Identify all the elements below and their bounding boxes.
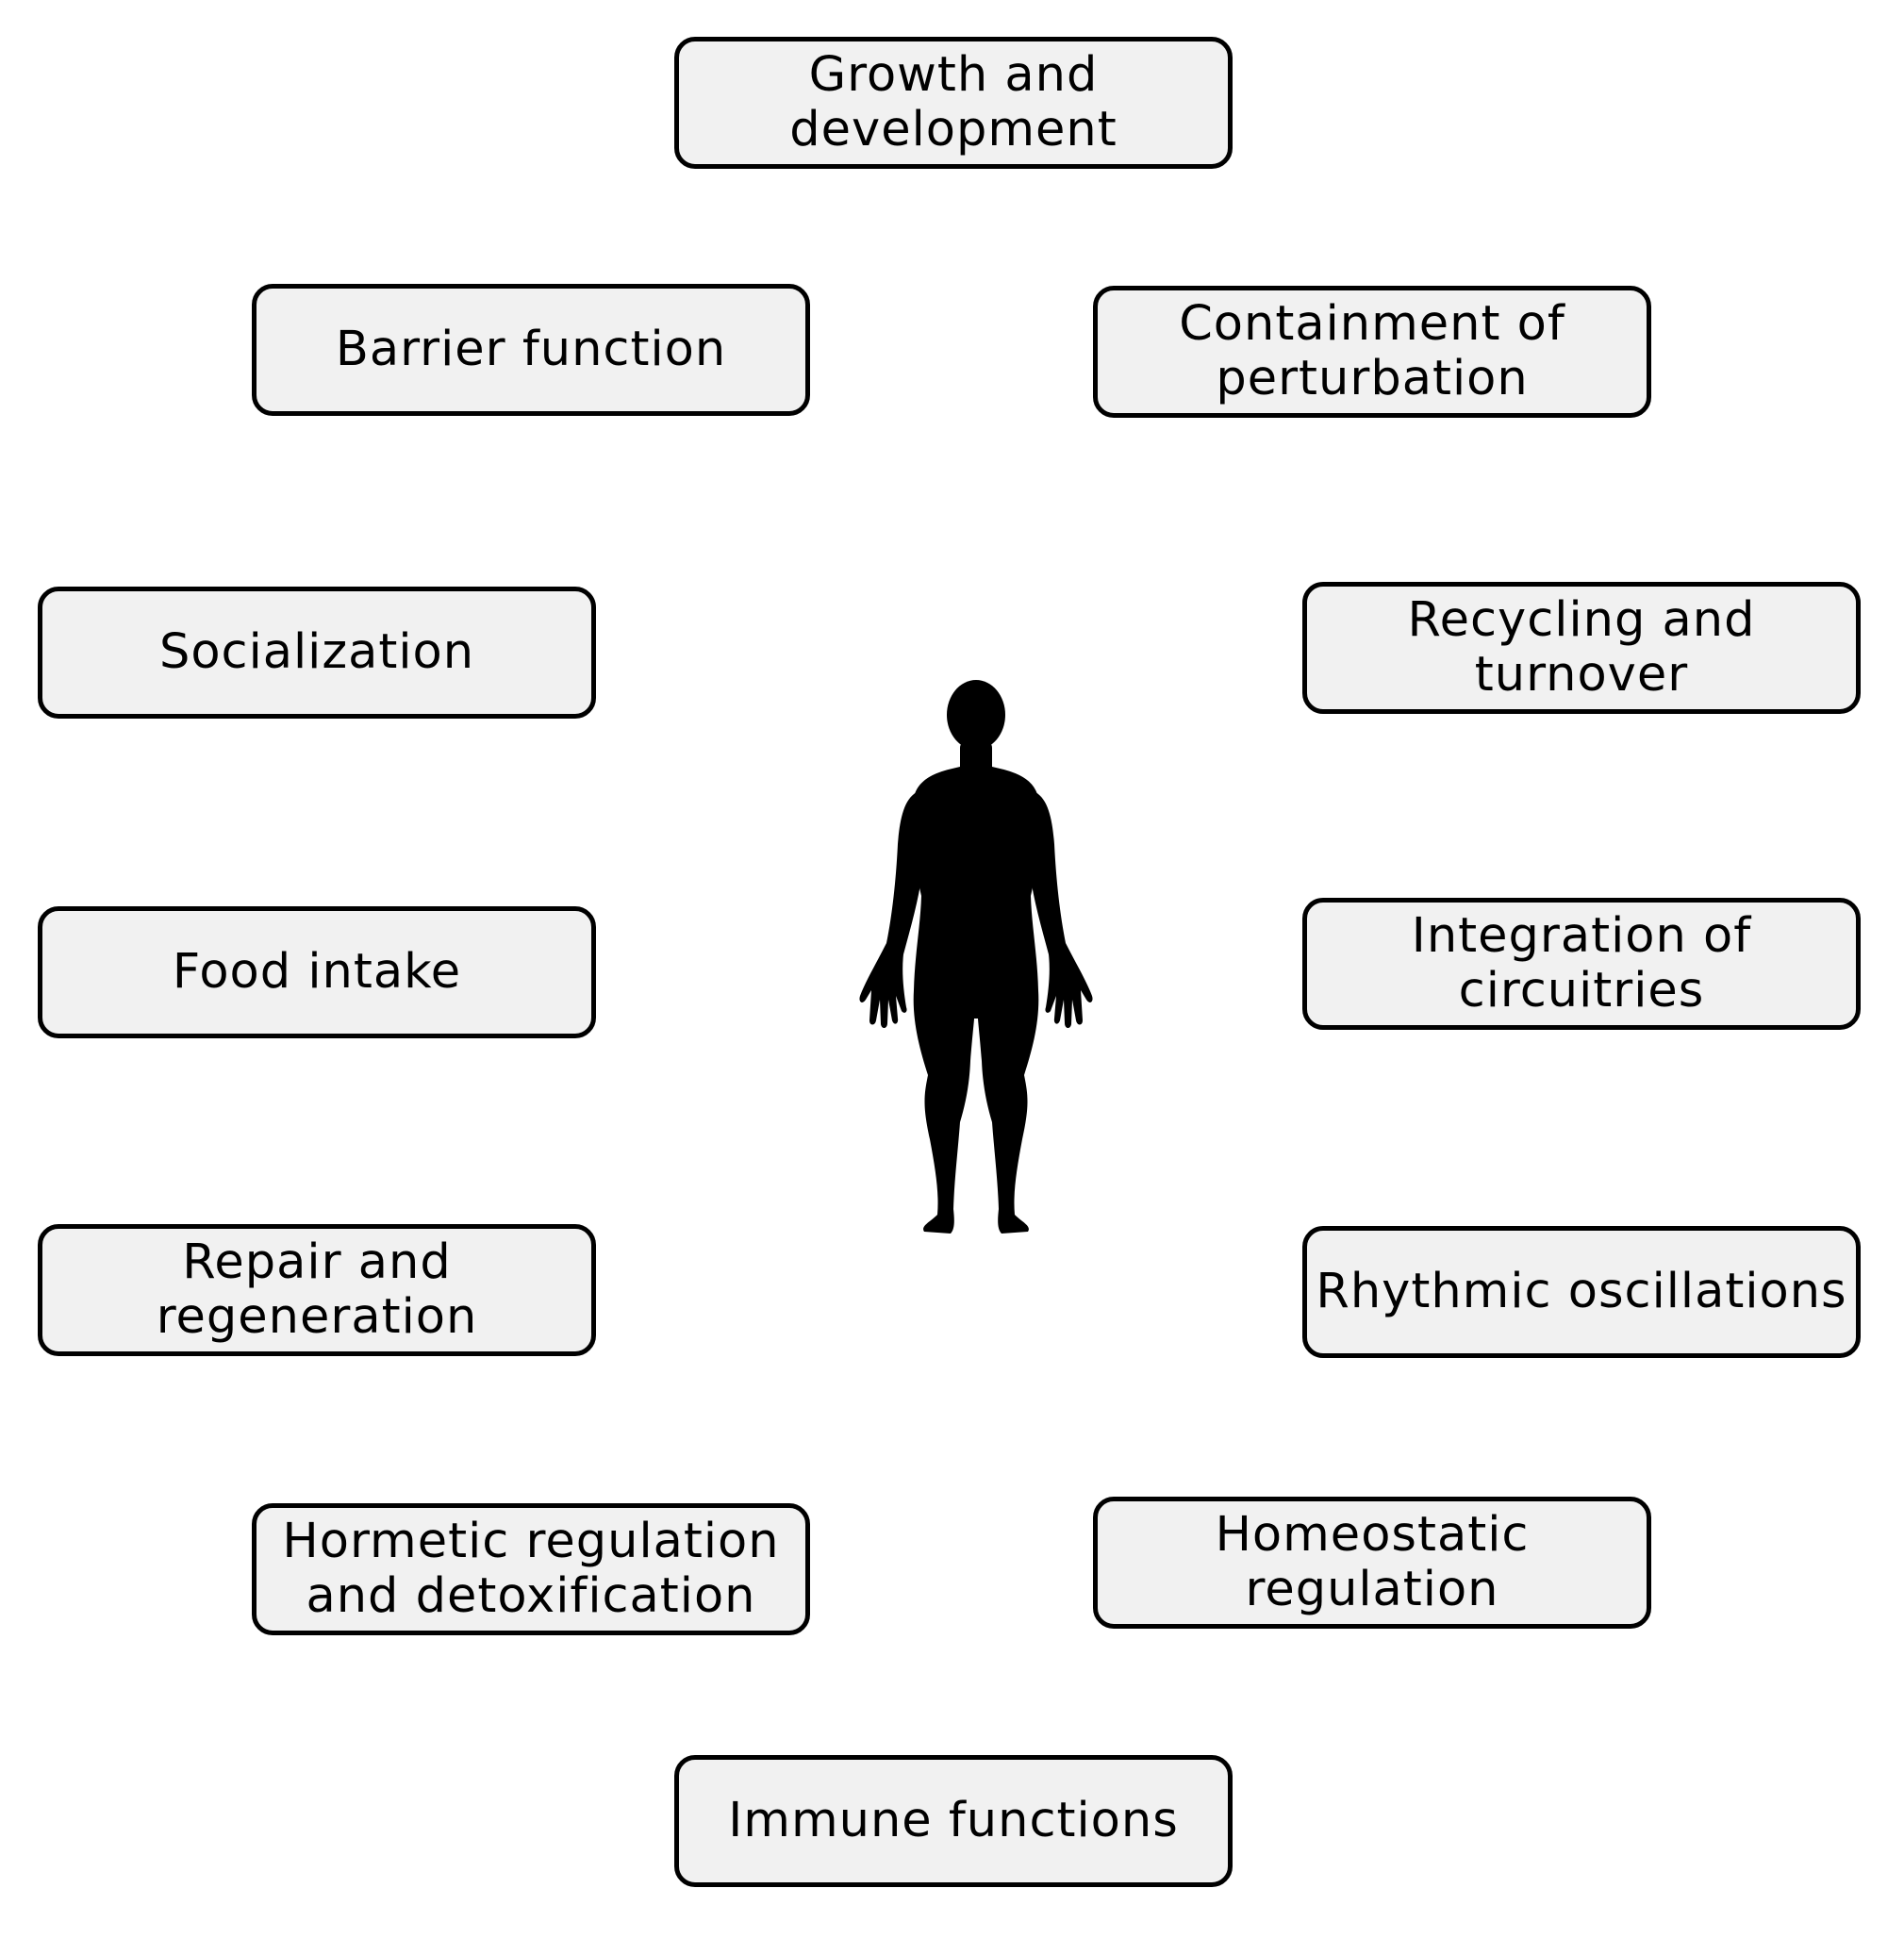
node-label: Homeostatic regulation bbox=[1215, 1507, 1530, 1617]
node-label: Barrier function bbox=[335, 322, 727, 377]
node-label: Growth and development bbox=[789, 47, 1118, 157]
node-food-intake: Food intake bbox=[38, 906, 596, 1038]
node-growth-and-development: Growth and development bbox=[674, 37, 1233, 169]
node-label: Immune functions bbox=[728, 1793, 1179, 1848]
node-rhythmic-oscillations: Rhythmic oscillations bbox=[1302, 1226, 1861, 1358]
node-label: Food intake bbox=[172, 944, 462, 1000]
node-immune-functions: Immune functions bbox=[674, 1755, 1233, 1887]
node-containment-of-perturbation: Containment of perturbation bbox=[1093, 286, 1651, 418]
node-hormetic-regulation: Hormetic regulation and detoxification bbox=[252, 1503, 810, 1635]
human-body-silhouette-icon bbox=[859, 680, 1093, 1234]
node-socialization: Socialization bbox=[38, 587, 596, 719]
node-label: Hormetic regulation and detoxification bbox=[282, 1514, 780, 1624]
node-label: Rhythmic oscillations bbox=[1316, 1264, 1847, 1319]
node-label: Integration of circuitries bbox=[1411, 908, 1752, 1019]
node-label: Repair and regeneration bbox=[156, 1234, 478, 1345]
node-label: Recycling and turnover bbox=[1407, 592, 1756, 703]
node-label: Socialization bbox=[158, 624, 475, 680]
node-integration-of-circuitries: Integration of circuitries bbox=[1302, 898, 1861, 1030]
node-recycling-and-turnover: Recycling and turnover bbox=[1302, 582, 1861, 714]
node-label: Containment of perturbation bbox=[1179, 296, 1565, 406]
node-barrier-function: Barrier function bbox=[252, 284, 810, 416]
node-repair-and-regeneration: Repair and regeneration bbox=[38, 1224, 596, 1356]
node-homeostatic-regulation: Homeostatic regulation bbox=[1093, 1497, 1651, 1629]
